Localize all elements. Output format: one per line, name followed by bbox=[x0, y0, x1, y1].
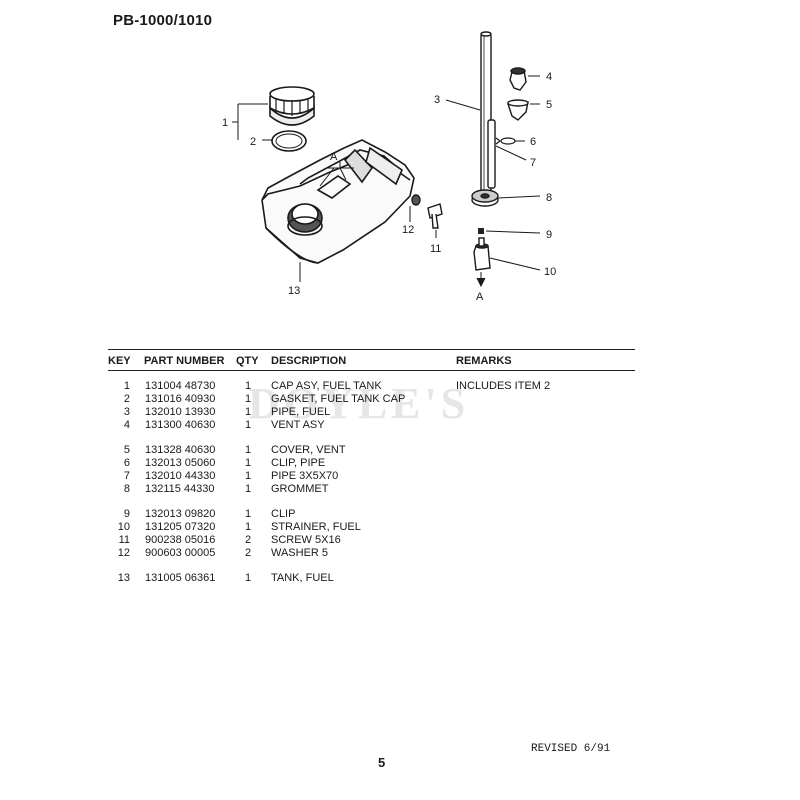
page-title: PB-1000/1010 bbox=[113, 12, 213, 29]
strainer-drawing bbox=[473, 237, 491, 271]
header-key: KEY bbox=[108, 355, 131, 367]
callout-10: 10 bbox=[544, 266, 556, 278]
exploded-parts-diagram: 1 2 3 4 5 6 7 8 9 10 11 12 13 A A bbox=[222, 31, 556, 303]
vent-cover-drawing bbox=[507, 99, 529, 121]
leader-lines bbox=[232, 75, 541, 288]
clip-drawing bbox=[478, 228, 484, 234]
callout-1: 1 bbox=[222, 117, 228, 129]
header-qty: QTY bbox=[236, 355, 259, 367]
callout-2: 2 bbox=[250, 136, 256, 148]
callout-5: 5 bbox=[546, 99, 552, 111]
callout-11: 11 bbox=[430, 243, 441, 255]
callout-12: 12 bbox=[402, 224, 414, 236]
pipe-clip-drawing bbox=[495, 137, 516, 145]
revision-note: REVISED 6/91 bbox=[531, 743, 611, 755]
callout-4: 4 bbox=[546, 71, 552, 83]
header-description: DESCRIPTION bbox=[271, 355, 347, 367]
callout-3: 3 bbox=[434, 94, 440, 106]
callout-13: 13 bbox=[288, 285, 300, 297]
callout-7: 7 bbox=[530, 157, 536, 169]
fuel-cap-drawing bbox=[269, 86, 315, 126]
header-remarks: REMARKS bbox=[456, 355, 512, 367]
table-top-rule bbox=[108, 349, 635, 350]
screw-drawing bbox=[427, 203, 443, 229]
callout-8: 8 bbox=[546, 192, 552, 204]
reference-a-top: A bbox=[330, 151, 338, 163]
page-number: 5 bbox=[378, 755, 386, 770]
washer-drawing bbox=[411, 194, 421, 206]
vent-assembly-drawing bbox=[509, 67, 527, 91]
callout-6: 6 bbox=[530, 136, 536, 148]
pipe-small-drawing bbox=[487, 119, 496, 189]
table-header-rule bbox=[108, 370, 635, 371]
reference-a-bottom: A bbox=[476, 291, 484, 303]
callout-9: 9 bbox=[546, 229, 552, 241]
gasket-drawing bbox=[271, 130, 307, 152]
header-part-number: PART NUMBER bbox=[144, 355, 225, 367]
fuel-tank-drawing bbox=[261, 139, 415, 264]
watermark-text: DOYLE'S bbox=[248, 379, 470, 428]
grommet-drawing bbox=[471, 189, 499, 207]
